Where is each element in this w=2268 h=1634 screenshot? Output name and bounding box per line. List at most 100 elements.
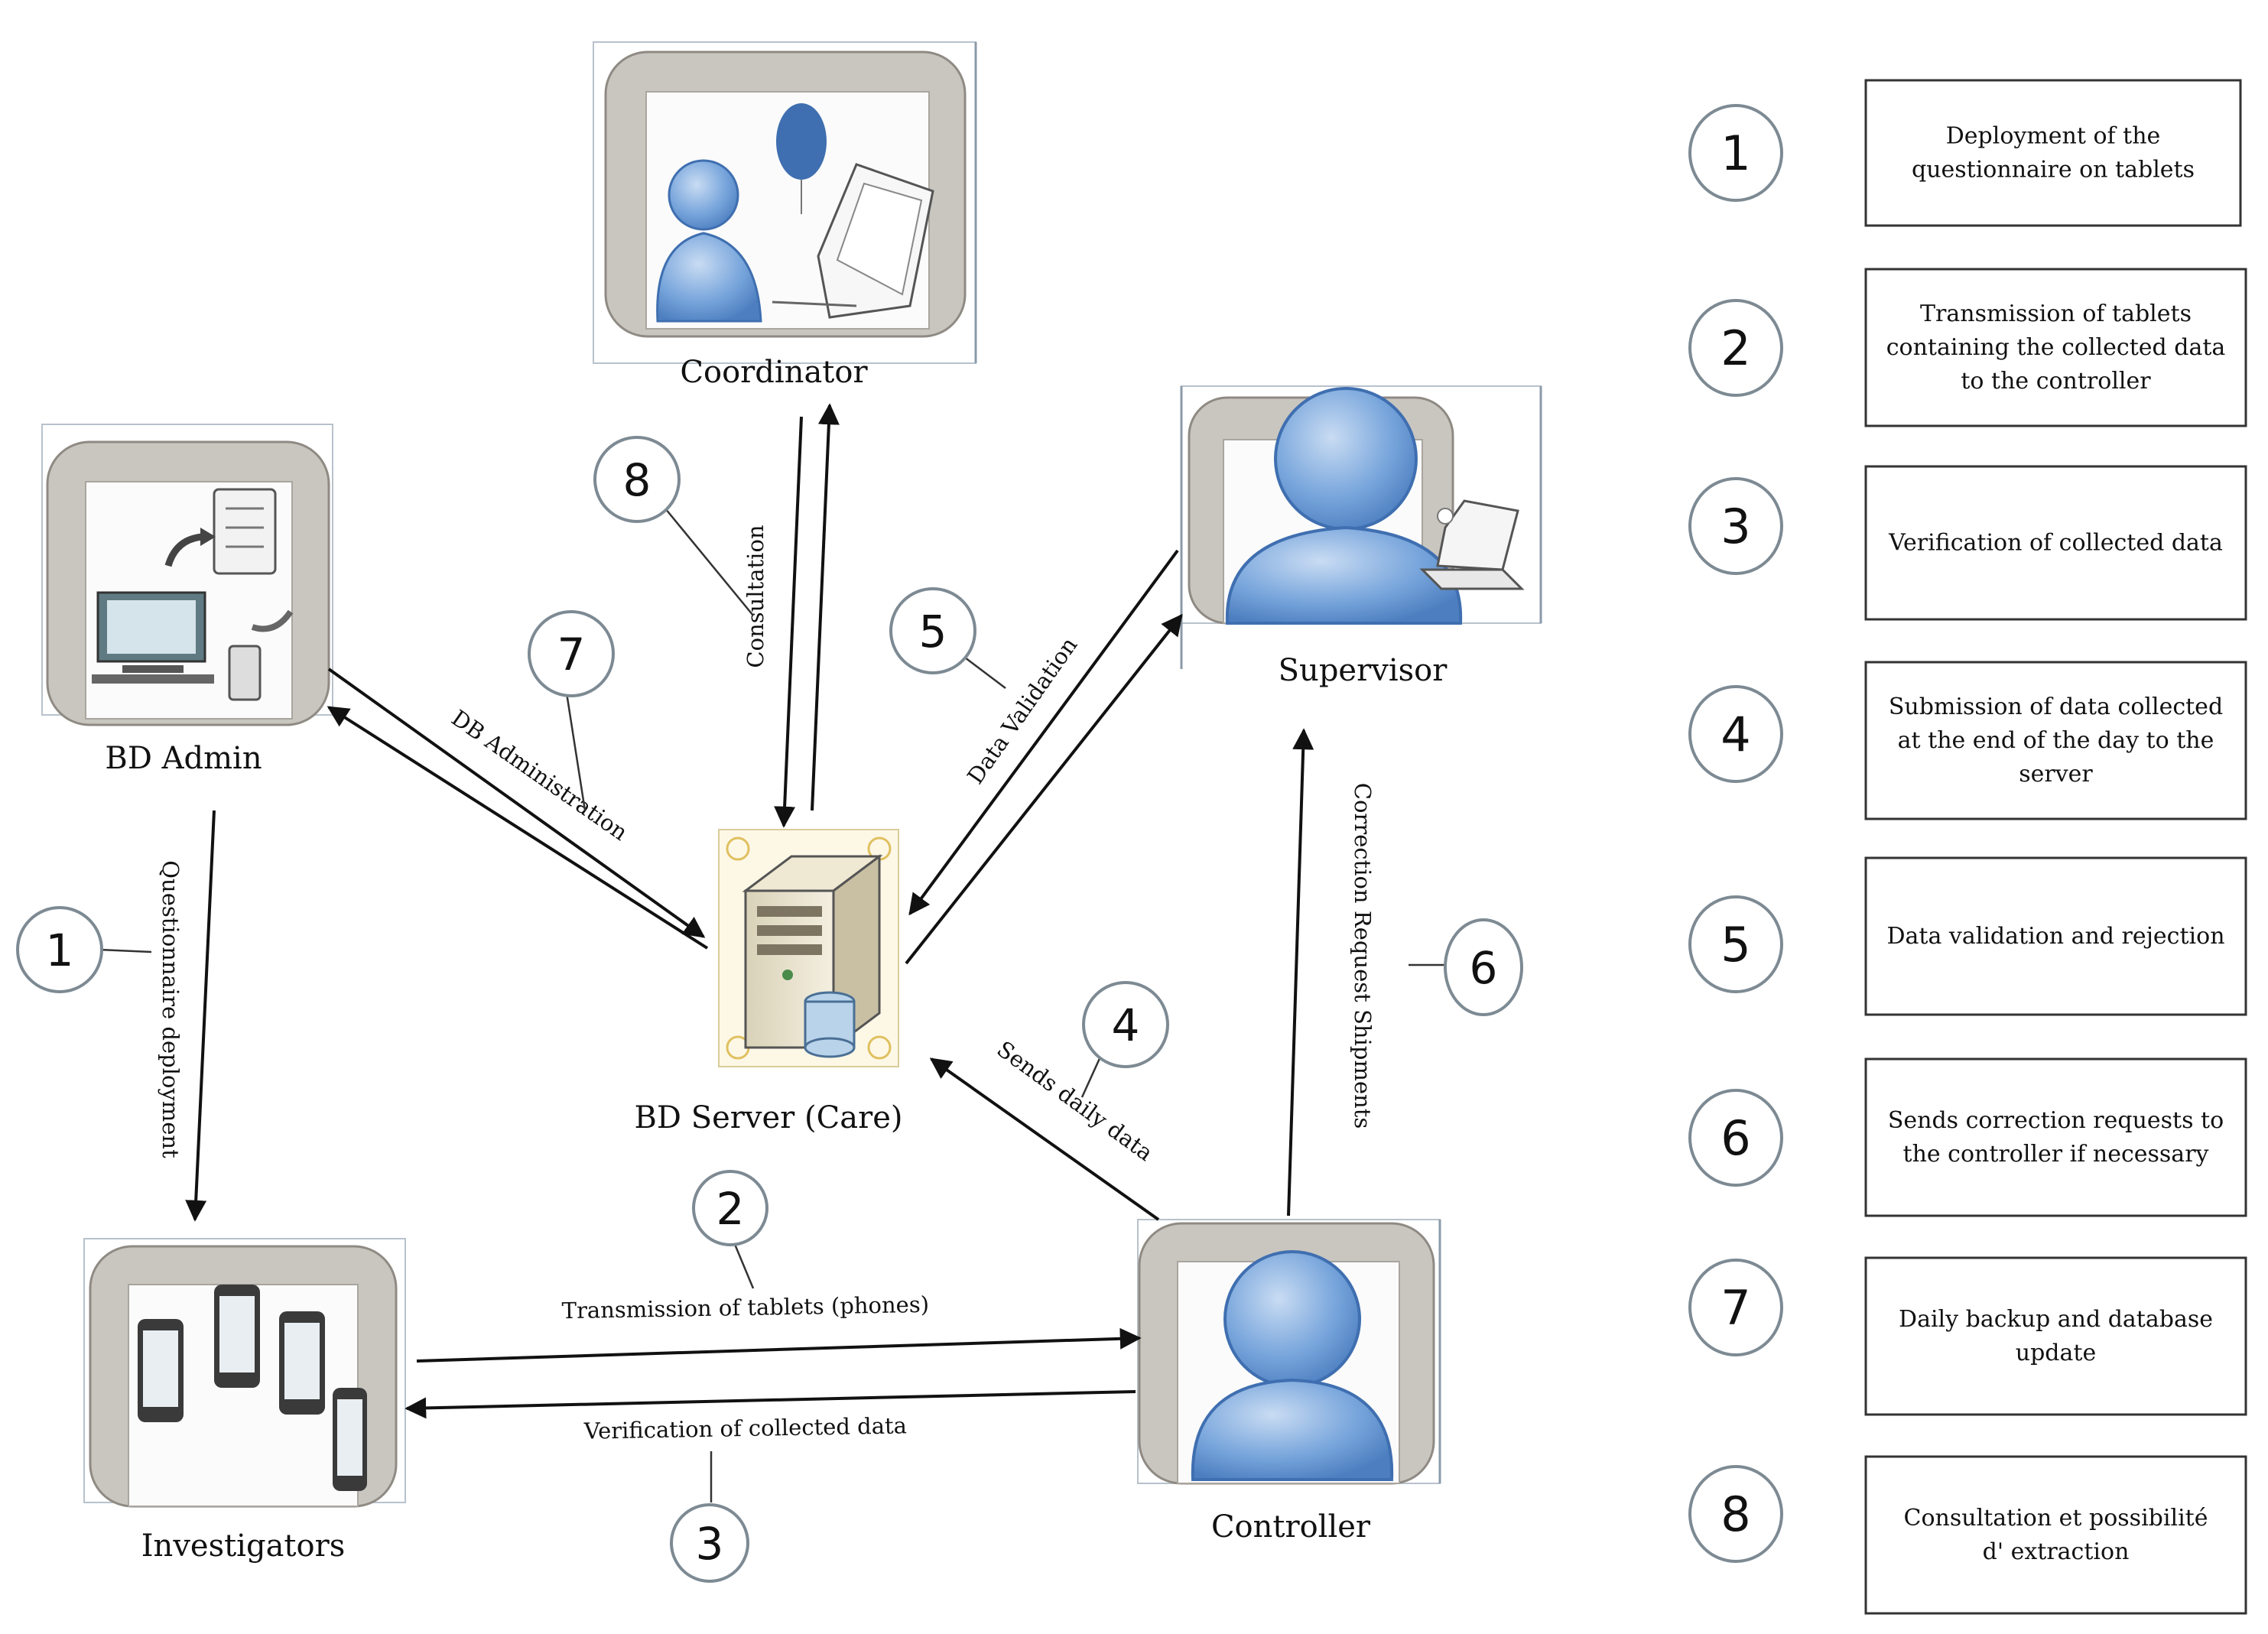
server-tower-icon [718, 829, 899, 1067]
legend-text-line: update [2016, 1340, 2096, 1366]
edge-number-callouts: 8 7 5 1 4 6 2 3 [16, 436, 1523, 1583]
legend-item-7: 7 Daily backup and database update [1688, 1256, 2247, 1416]
edge-label-correction-request-shipments: Correction Request Shipments [1350, 783, 1376, 1129]
legend-text-line: server [2019, 761, 2093, 788]
server-node: BD Server (Care) [635, 829, 903, 1135]
legend-text-line: the controller if necessary [1903, 1141, 2209, 1168]
callout-3-number: 3 [696, 1518, 724, 1570]
supervisor-monitor-icon [1180, 385, 1542, 669]
callout-3 [670, 1503, 749, 1583]
legend-text-line: containing the collected data [1886, 334, 2226, 361]
legend-number-circle [1688, 685, 1783, 783]
legend-number-circle [1688, 1465, 1783, 1563]
legend-box [1864, 268, 2247, 427]
legend-number: 7 [1720, 1280, 1750, 1336]
edge-supervisor-to-server [908, 549, 1179, 916]
legend-number-circle [1688, 1259, 1783, 1356]
legend-box [1864, 856, 2247, 1016]
legend-number-circle [1688, 299, 1783, 397]
coordinator-label: Coordinator [680, 355, 868, 390]
legend-text-line: to the controller [1961, 368, 2151, 395]
investigators-monitor-icon [83, 1238, 406, 1508]
edge-server-to-coordinator [811, 403, 840, 811]
investigators-node: Investigators [83, 1238, 406, 1564]
edge-label-verification-of-collected-data: Verification of collected data [583, 1412, 907, 1444]
server-label: BD Server (Care) [635, 1100, 903, 1135]
edge-label-questionnaire-deployment: Questionnaire deployment [158, 860, 184, 1158]
callout-6 [1444, 918, 1523, 1016]
legend-text-line: Daily backup and database [1899, 1306, 2213, 1333]
callout-4-number: 4 [1112, 999, 1140, 1051]
callout-7 [528, 610, 615, 697]
legend-item-5: 5 Data validation and rejection [1688, 856, 2247, 1016]
legend-number-circle [1688, 1089, 1783, 1187]
legend-number-circle [1688, 477, 1783, 575]
legend-number: 4 [1720, 707, 1750, 762]
legend-text-line: Transmission of tablets [1920, 300, 2192, 327]
legend-item-1: 1 Deployment of the questionnaire on table… [1688, 79, 2242, 227]
callout-5-number: 5 [919, 606, 947, 658]
legend-text-line: Data validation and rejection [1886, 923, 2224, 950]
callout-8-number: 8 [623, 454, 651, 506]
controller-node: Controller [1137, 1219, 1441, 1545]
legend-text-line: Deployment of the [1946, 123, 2161, 150]
edge-controller-to-server [929, 1057, 1160, 1221]
controller-monitor-icon [1137, 1219, 1441, 1485]
callout-5 [889, 587, 976, 674]
legend-number: 1 [1720, 125, 1750, 181]
legend-box [1864, 661, 2247, 820]
legend-item-6: 6 Sends correction requests to the control… [1688, 1057, 2247, 1217]
edge-controller-to-supervisor [1287, 728, 1314, 1217]
supervisor-node: Supervisor [1180, 385, 1542, 688]
coordinator-node: Coordinator [593, 41, 977, 390]
legend-item-4: 4 Submission of data collected at the end … [1688, 661, 2247, 820]
edges [185, 403, 1314, 1419]
bd-admin-label: BD Admin [105, 741, 262, 776]
investigators-label: Investigators [141, 1528, 345, 1564]
legend-number-circle [1688, 895, 1783, 993]
legend-box [1864, 1256, 2247, 1416]
edge-server-to-bd-admin [327, 706, 709, 950]
legend-number: 8 [1720, 1486, 1750, 1542]
legend-text-line: Consultation et possibilité [1904, 1505, 2208, 1532]
legend-number: 5 [1720, 917, 1750, 973]
edge-coordinator-to-server [774, 416, 803, 828]
legend-box [1864, 79, 2242, 227]
legend-box [1864, 465, 2247, 621]
legend-text-line: questionnaire on tablets [1912, 157, 2195, 184]
callout-2-number: 2 [716, 1183, 745, 1235]
legend-box [1864, 1455, 2247, 1615]
legend-item-8: 8 Consultation et possibilité d' extractio… [1688, 1455, 2247, 1615]
bd-admin-node: BD Admin [41, 424, 333, 776]
edge-controller-to-investigators [405, 1390, 1136, 1419]
phone-icons [138, 1285, 367, 1491]
callout-4 [1082, 981, 1169, 1068]
legend-number: 2 [1720, 320, 1750, 376]
controller-label: Controller [1211, 1509, 1371, 1545]
coordinator-monitor-icon [593, 41, 977, 364]
legend-item-2: 2 Transmission of tablets containing the c… [1688, 268, 2247, 427]
legend-text-line: Verification of collected data [1888, 530, 2223, 557]
supervisor-label: Supervisor [1279, 653, 1448, 688]
legend: 1 Deployment of the questionnaire on table… [1688, 79, 2247, 1615]
legend-text-line: d' extraction [1983, 1538, 2130, 1565]
edge-server-to-supervisor [905, 613, 1183, 965]
edge-investigators-to-controller [416, 1327, 1142, 1363]
callout-1-number: 1 [46, 924, 74, 976]
bd-admin-monitor-icon [41, 424, 333, 726]
legend-text-line: Submission of data collected [1889, 694, 2223, 720]
legend-text-line: at the end of the day to the [1898, 727, 2214, 754]
legend-number: 6 [1720, 1110, 1750, 1166]
legend-text-line: Sends correction requests to [1888, 1107, 2224, 1134]
callout-7-number: 7 [557, 629, 586, 681]
callout-8 [593, 436, 681, 523]
edge-bd-admin-to-investigators [185, 810, 216, 1222]
edge-label-consultation: Consultation [742, 525, 768, 668]
edge-label-transmission-of-tablets: Transmission of tablets (phones) [561, 1291, 929, 1324]
edge-label-db-administration: DB Administration [447, 705, 632, 846]
callout-2 [692, 1170, 768, 1246]
callout-1 [16, 906, 103, 993]
legend-box [1864, 1057, 2247, 1217]
